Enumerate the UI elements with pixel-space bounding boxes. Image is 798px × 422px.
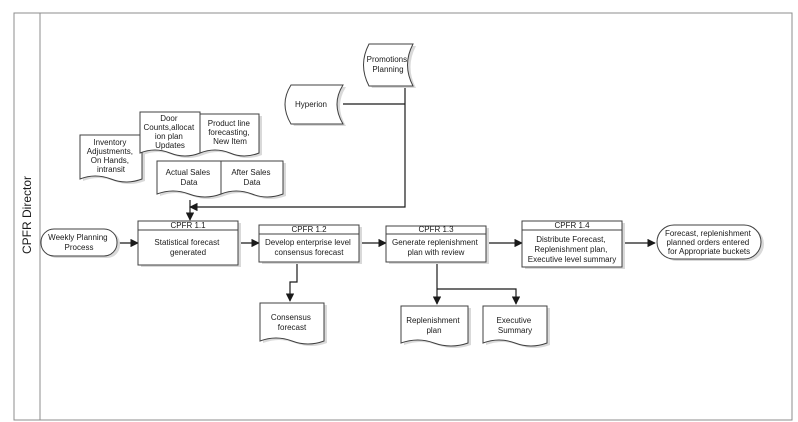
svg-text:Executive Summary: Executive Summary: [497, 316, 534, 335]
svg-text:Promotions Planning: Promotions Planning: [367, 55, 410, 74]
document-line: Product line: [208, 119, 251, 128]
document-line: Data: [244, 178, 261, 187]
data-store-promotions-planning: Promotions Planning: [363, 43, 416, 88]
document-line: Replenishment: [406, 316, 460, 325]
document-line: Door: [160, 114, 178, 123]
document-door-counts: Door Counts,allocat ion plan Updates: [139, 111, 203, 158]
connector-1-2-to-consensus: [285, 262, 298, 302]
process-line: Distribute Forecast,: [536, 235, 605, 244]
document-line: intransit: [97, 165, 126, 174]
connectors: [118, 87, 656, 305]
process-line: Replenishment plan,: [534, 245, 607, 254]
document-line: Inventory: [93, 138, 126, 147]
svg-text:Consensus forecast: Consensus forecast: [271, 313, 313, 332]
document-line: plan: [426, 326, 441, 335]
document-consensus-forecast: Consensus forecast: [259, 302, 327, 346]
svg-text:Develop enterprise level: Develop enterprise level consensus forec…: [265, 238, 353, 257]
end-terminator: Forecast, replenishment planned orders e…: [656, 224, 764, 261]
process-cpfr-1-2: CPFR 1.2 Develop enterprise level consen…: [258, 224, 362, 264]
document-product-line: Product line forecasting, New Item: [199, 113, 262, 158]
process-line: plan with review: [408, 248, 465, 257]
data-store-line: Hyperion: [295, 100, 327, 109]
document-line: forecasting,: [208, 128, 249, 137]
process-cpfr-1-3: CPFR 1.3 Generate replenishment plan wit…: [385, 225, 489, 264]
document-line: New Item: [213, 137, 247, 146]
document-inventory-adjustments: Inventory Adjustments, On Hands, intrans…: [79, 134, 145, 184]
data-store-line: Planning: [372, 65, 403, 74]
process-line: Statistical forecast: [154, 238, 220, 247]
document-line: After Sales: [231, 168, 270, 177]
svg-text:Inventory Adjustments,: Inventory Adjustments, On Hands, intrans…: [87, 138, 135, 174]
process-line: Generate replenishment: [392, 238, 479, 247]
document-line: Consensus: [271, 313, 311, 322]
document-after-sales-data: After Sales Data: [220, 160, 286, 199]
svg-text:Door Counts,allocat: Door Counts,allocat ion plan Updates: [144, 114, 197, 150]
document-line: Updates: [155, 141, 185, 150]
connector-1-3-to-executive: [437, 288, 521, 305]
svg-text:Statistical forecast gen: Statistical forecast generated: [154, 238, 221, 257]
svg-text:Product line forecasting: Product line forecasting, New Item: [208, 119, 252, 146]
process-line: generated: [170, 248, 206, 257]
process-line: Develop enterprise level: [265, 238, 351, 247]
document-line: Adjustments,: [87, 147, 133, 156]
end-terminator-line: Forecast, replenishment: [665, 229, 752, 238]
document-line: ion plan: [155, 132, 183, 141]
process-cpfr-1-4: CPFR 1.4 Distribute Forecast, Replenishm…: [521, 220, 625, 269]
document-executive-summary: Executive Summary: [482, 305, 550, 348]
process-line: Executive level summary: [528, 255, 616, 264]
document-line: Counts,allocat: [144, 123, 195, 132]
connector-promotions-to-1-1: [189, 87, 406, 212]
process-id: CPFR 1.1: [170, 221, 206, 230]
document-line: On Hands,: [91, 156, 129, 165]
svg-text:Forecast, replenishment: Forecast, replenishment planned orders e…: [665, 229, 753, 256]
process-id: CPFR 1.4: [554, 221, 590, 230]
start-terminator-line: Process: [65, 243, 94, 252]
process-id: CPFR 1.3: [418, 225, 454, 234]
swimlane-label: CPFR Director: [20, 176, 34, 254]
svg-text:Weekly Planning Process: Weekly Planning Process: [48, 233, 110, 252]
start-terminator: Weekly Planning Process: [40, 228, 120, 258]
process-id: CPFR 1.2: [291, 225, 327, 234]
data-store-hyperion: Hyperion: [284, 84, 346, 126]
svg-text:Replenishment plan: Replenishment plan: [406, 316, 462, 335]
process-cpfr-1-1: CPFR 1.1 Statistical forecast generated: [137, 220, 241, 267]
document-line: Actual Sales: [166, 168, 210, 177]
document-replenishment-plan: Replenishment plan: [400, 305, 471, 348]
document-actual-sales-data: Actual Sales Data: [156, 160, 224, 199]
document-line: Executive: [497, 316, 532, 325]
start-terminator-line: Weekly Planning: [48, 233, 107, 242]
svg-text:Generate replenishment p: Generate replenishment plan with review: [392, 238, 480, 257]
data-store-line: Promotions: [367, 55, 407, 64]
end-terminator-line: for Appropriate buckets: [668, 247, 750, 256]
svg-text:Distribute Forecast, Rep: Distribute Forecast, Replenishment plan,…: [528, 235, 616, 264]
svg-text:Actual Sales Data: Actual Sales Data: [166, 168, 213, 187]
document-line: forecast: [278, 323, 307, 332]
document-line: Summary: [498, 326, 532, 335]
svg-text:After Sales Data: After Sales Data: [231, 168, 272, 187]
end-terminator-line: planned orders entered: [667, 238, 750, 247]
document-line: Data: [181, 178, 198, 187]
process-line: consensus forecast: [275, 248, 345, 257]
